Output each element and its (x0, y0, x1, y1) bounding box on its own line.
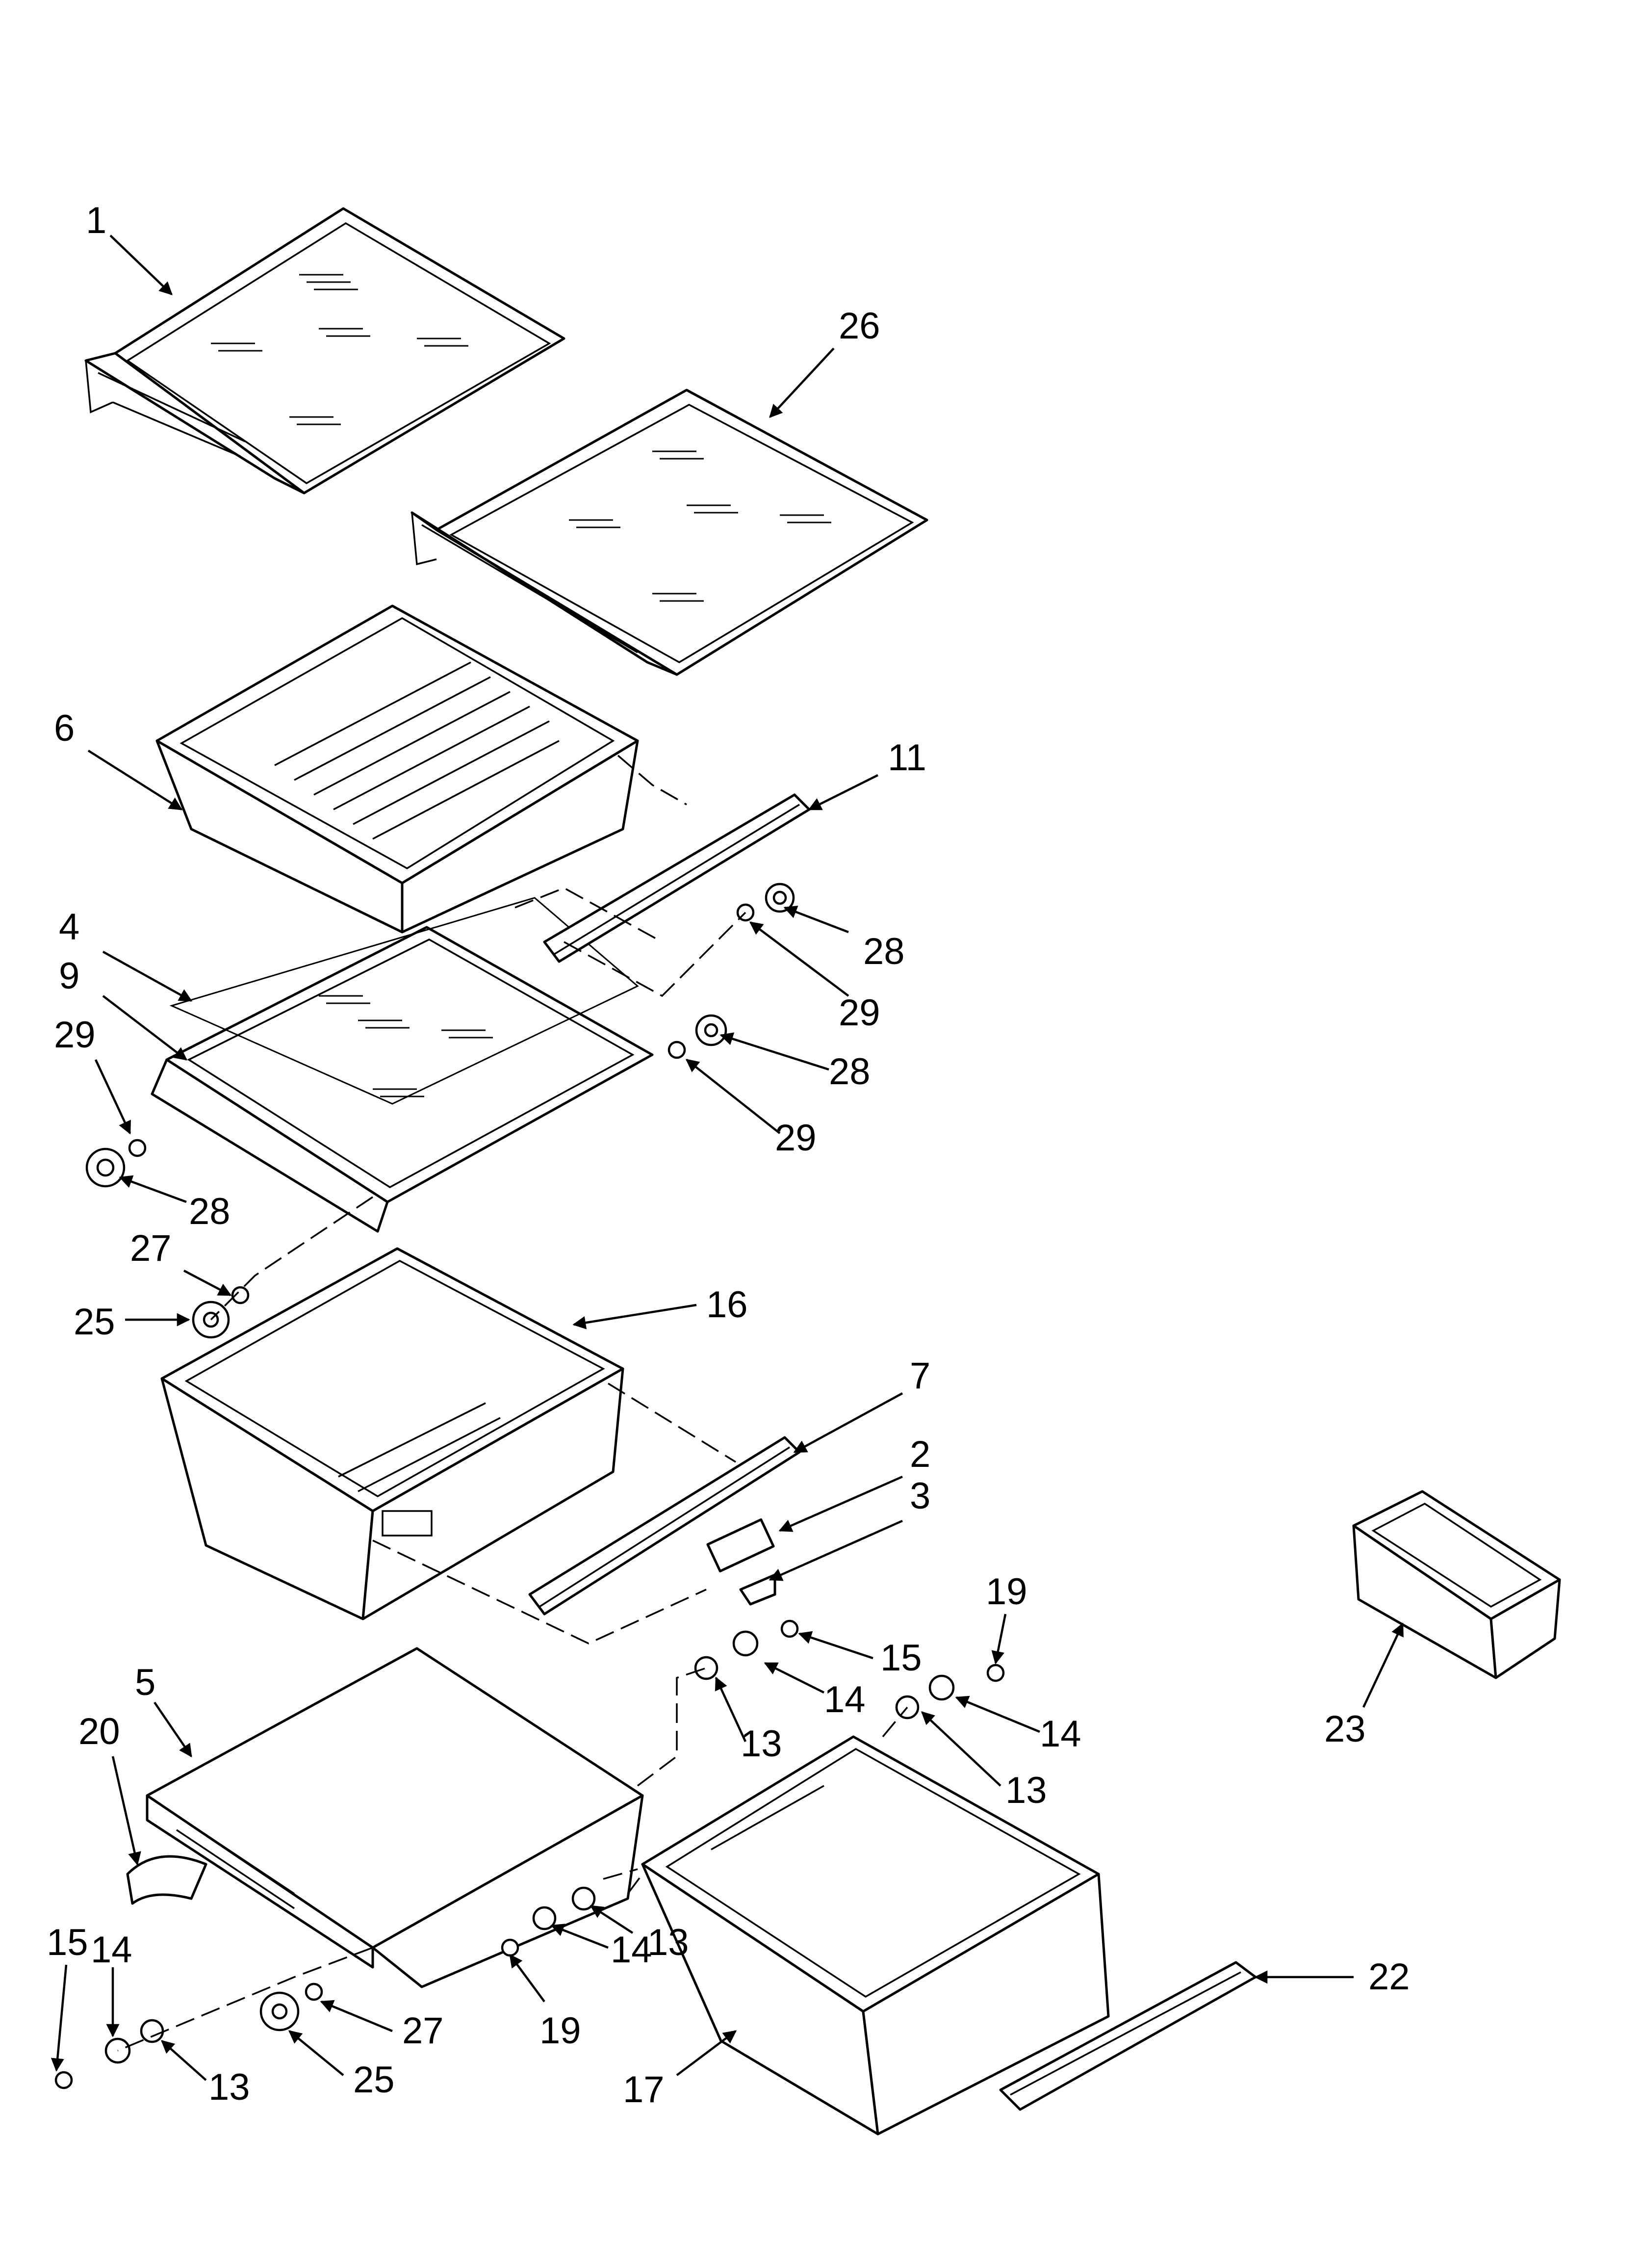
callout-14: 14 (824, 1679, 866, 1721)
glass-shelf-upper (84, 207, 565, 495)
callout-labels: 1 26 6 11 28 29 4 9 29 28 29 28 27 25 16… (47, 200, 1410, 2111)
storage-bin (1352, 1490, 1561, 1679)
callout-15: 15 (880, 1637, 922, 1679)
callout-26: 26 (839, 305, 880, 347)
callout-7: 7 (910, 1355, 930, 1397)
cover-cap (126, 1855, 207, 1905)
callout-9: 9 (59, 955, 79, 997)
callout-leaders (51, 235, 1404, 2081)
callout-4: 4 (59, 906, 79, 948)
callout-29: 29 (54, 1014, 96, 1056)
crisper-drawer (160, 1247, 624, 1620)
callout-27: 27 (402, 2010, 444, 2052)
callout-22: 22 (1368, 1956, 1410, 1998)
callout-11: 11 (888, 737, 926, 779)
callout-15: 15 (47, 1922, 88, 1963)
glass-shelf-lower (410, 389, 928, 676)
callout-13: 13 (1005, 1770, 1047, 1811)
callout-28: 28 (189, 1191, 231, 1232)
callout-5: 5 (135, 1662, 155, 1703)
callout-3: 3 (910, 1475, 930, 1517)
callout-13: 13 (208, 2066, 250, 2108)
assembly-lines (117, 755, 908, 2052)
callout-14: 14 (91, 1929, 132, 1971)
callout-1: 1 (86, 200, 106, 241)
crisper-cover (151, 897, 654, 1233)
callout-20: 20 (78, 1711, 120, 1752)
callout-13: 13 (741, 1723, 782, 1765)
callout-28: 28 (829, 1051, 871, 1093)
callout-29: 29 (839, 992, 880, 1034)
slide-bracket (706, 1518, 776, 1606)
callout-28: 28 (863, 931, 905, 972)
callout-23: 23 (1324, 1708, 1366, 1750)
pan-cover (146, 1647, 644, 1988)
callout-6: 6 (54, 707, 75, 749)
callout-25: 25 (74, 1301, 115, 1343)
callout-29: 29 (775, 1117, 817, 1159)
callout-27: 27 (130, 1227, 172, 1269)
callout-25: 25 (353, 2059, 395, 2101)
meat-drawer (155, 604, 639, 934)
callout-17: 17 (623, 2069, 665, 2111)
callout-16: 16 (706, 1284, 748, 1326)
callout-19: 19 (986, 1571, 1027, 1613)
callout-19: 19 (539, 2010, 581, 2052)
callout-14: 14 (1040, 1713, 1081, 1755)
lower-pan (641, 1735, 1110, 2136)
callout-14: 14 (611, 1929, 652, 1971)
callout-2: 2 (910, 1434, 930, 1475)
callout-13: 13 (647, 1922, 689, 1963)
